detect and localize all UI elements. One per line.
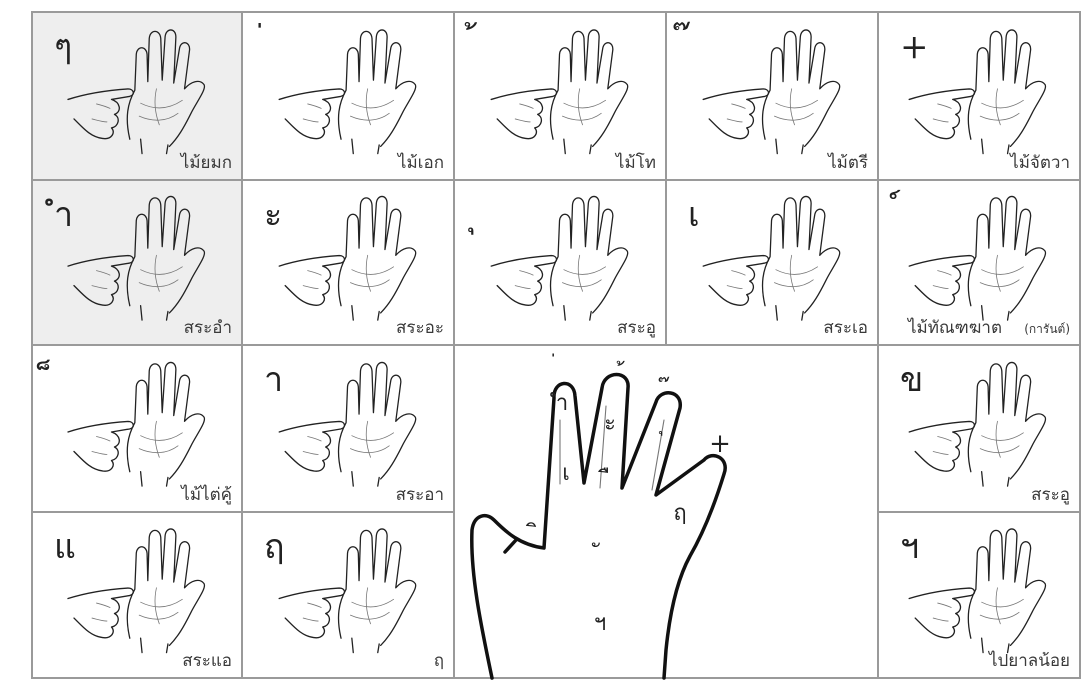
cell-c8: ุสระอู (454, 180, 666, 345)
center-hand-mark: + (709, 429, 731, 459)
cell-symbol: ะ (264, 195, 282, 235)
cell-label: ไปยาลน้อย (987, 650, 1070, 671)
cell-symbol: ฤ (264, 527, 285, 567)
center-hand-mark: ฤ (673, 501, 686, 526)
cell-sublabel: (การันต์) (1024, 322, 1070, 336)
cell-label: ไม้ตรี (826, 152, 868, 173)
cell-label: ฤ (434, 651, 444, 671)
cell-c4: ๊ไม้ตรี (666, 12, 878, 180)
cell-label: สระอู (1031, 485, 1070, 505)
cell-label: ไม้โท (614, 152, 656, 173)
center-hand-cell (454, 345, 878, 678)
cell-c10: ์(การันต์)ไม้ทัณฑฆาต (878, 180, 1080, 345)
cell-label: ไม้เอก (396, 152, 444, 173)
cell-symbol: แ (54, 527, 76, 567)
cell-label: ไม้จัตวา (1008, 152, 1070, 173)
cell-symbol: ข (900, 360, 923, 400)
cell-label: สระเอ (823, 318, 868, 338)
cell-label: สระอา (396, 485, 444, 505)
cell-c3: ้ไม้โท (454, 12, 666, 180)
cell-label: สระอะ (396, 318, 444, 338)
cell-symbol: า (264, 360, 283, 400)
center-hand-mark: เ (562, 461, 570, 486)
center-hand-mark: ะ (604, 411, 616, 436)
cell-label: ไม้ไต่คู้ (179, 484, 232, 505)
cell-c1: ๆไม้ยมก (32, 12, 242, 180)
cell-c15: ฤฤ (242, 512, 454, 678)
center-hand-mark: ฯ (594, 611, 606, 636)
cell-label: สระอำ (184, 318, 232, 338)
center-hand-panel (454, 345, 878, 678)
cell-symbol: ๆ (54, 27, 72, 67)
cell-label: ไม้ยมก (179, 152, 232, 173)
cell-symbol: ฯ (900, 527, 919, 567)
cell-c11: ็ไม้ไต่คู้ (32, 345, 242, 512)
cell-c5: + ไม้จัตวา (878, 12, 1080, 180)
cell-symbol: + (900, 27, 929, 67)
cell-label: สระอู (617, 318, 656, 338)
cell-label: สระแอ (182, 651, 232, 671)
cell-c2: ่ไม้เอก (242, 12, 454, 180)
cell-symbol: เ (688, 195, 700, 235)
cell-label: ไม้ทัณฑฆาต (906, 317, 1002, 338)
